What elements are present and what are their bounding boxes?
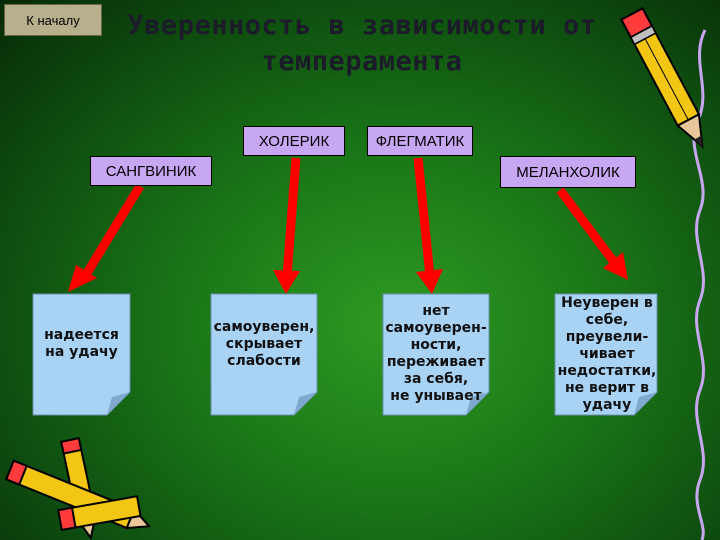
connector-arrows <box>68 157 628 294</box>
note-line: недостатки, <box>557 362 657 379</box>
note-text-choleric: самоуверен, скрывает слабости <box>205 294 323 394</box>
type-box-melancholic: МЕЛАНХОЛИК <box>500 156 636 188</box>
arrowhead-melancholic <box>603 252 628 280</box>
note-line: чивает <box>579 345 635 362</box>
note-line: на удачу <box>45 344 118 360</box>
type-box-phlegmatic: ФЛЕГМАТИК <box>367 126 473 156</box>
note-cards <box>32 293 658 416</box>
note-line: не верит в <box>564 379 650 396</box>
title-line-2: темперамента <box>261 46 463 77</box>
arrow-choleric <box>282 157 301 277</box>
note-line: не унывает <box>390 388 482 404</box>
note-text-phlegmatic: нет самоуверен- ности, переживает за себ… <box>377 296 495 412</box>
type-box-sanguine: САНГВИНИК <box>90 156 212 186</box>
note-line: слабости <box>227 352 301 369</box>
arrow-phlegmatic <box>413 157 435 277</box>
arrowhead-sanguine <box>68 265 97 292</box>
note-line: ности, <box>410 337 462 353</box>
arrow-sanguine <box>80 183 144 281</box>
note-line: переживает <box>386 354 486 370</box>
back-to-start-button[interactable]: К началу <box>4 4 102 36</box>
note-line: скрывает <box>225 335 303 352</box>
note-line: за себя, <box>403 371 469 387</box>
note-line: нет <box>422 303 450 319</box>
arrowhead-phlegmatic <box>416 269 443 294</box>
note-line: самоуверен- <box>385 320 487 336</box>
note-line: преувели- <box>565 328 649 345</box>
pencil-icon <box>620 7 704 149</box>
note-line: удачу <box>582 396 632 413</box>
arrowhead-choleric <box>273 270 300 294</box>
arrow-melancholic <box>556 187 618 265</box>
note-line: самоуверен, <box>213 318 315 335</box>
note-line: Неуверен в <box>561 294 653 311</box>
note-line: надеется <box>44 327 119 343</box>
title-line-1: Уверенность в зависимости от <box>127 10 597 41</box>
note-text-melancholic: Неуверен в себе, преувели- чивает недост… <box>549 288 665 420</box>
note-line: себе, <box>585 311 629 328</box>
note-text-sanguine: надеется на удачу <box>33 294 130 394</box>
page-title: Уверенность в зависимости от темперамент… <box>112 8 612 80</box>
type-box-choleric: ХОЛЕРИК <box>243 126 345 156</box>
crossed-pencils-icon <box>4 436 152 540</box>
